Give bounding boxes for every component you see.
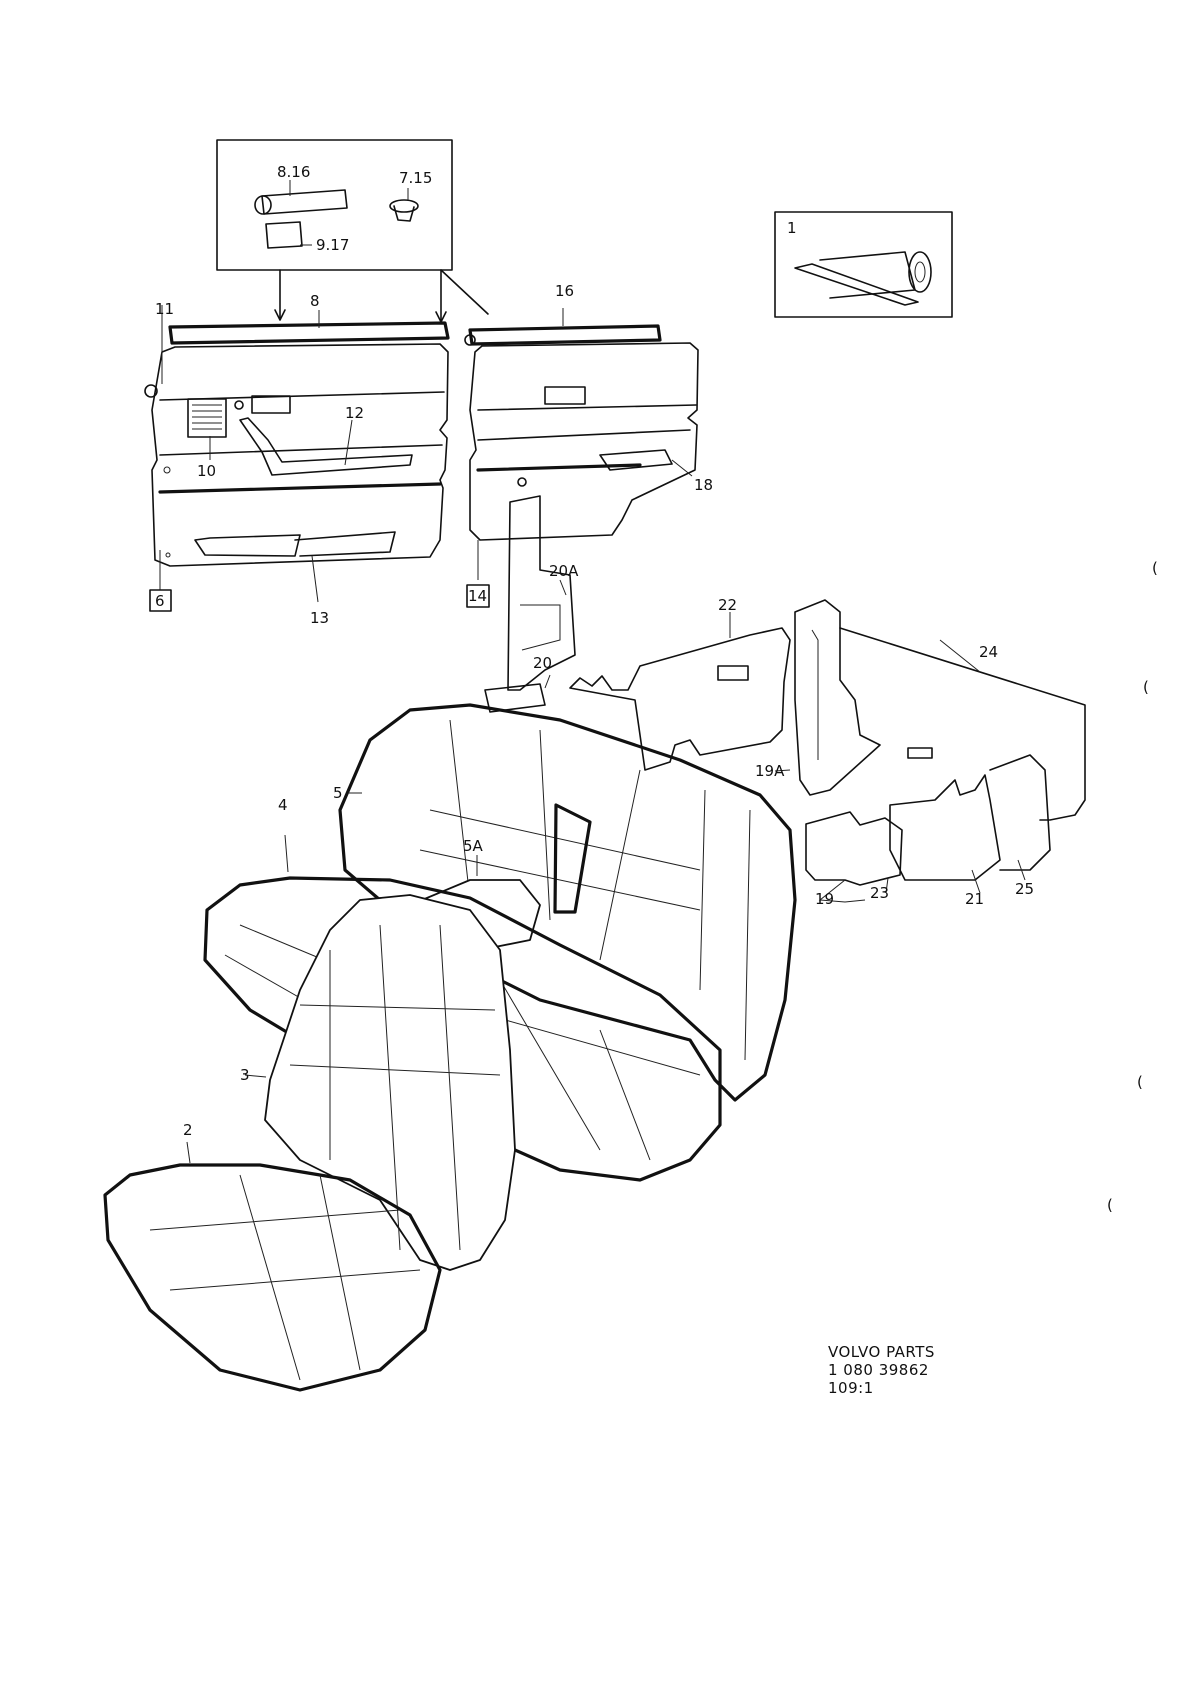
label-21: 21 (965, 890, 984, 908)
label-14: 14 (468, 587, 487, 605)
label-2: 2 (183, 1121, 193, 1139)
inset-small-parts (216, 139, 489, 323)
label-16: 16 (555, 282, 574, 300)
label-25: 25 (1015, 880, 1034, 898)
pillar-trim (484, 495, 576, 713)
label-5A: 5A (463, 837, 484, 855)
margin-mark: ( (1152, 559, 1158, 577)
front-door-panel (144, 305, 450, 612)
label-8: 8 (310, 292, 320, 310)
margin-mark: ( (1143, 678, 1149, 696)
label-11: 11 (155, 300, 174, 318)
caption-block: VOLVO PARTS 1 080 39862 109:1 (828, 1343, 935, 1397)
label-24: 24 (979, 643, 998, 661)
margin-mark: ( (1137, 1073, 1143, 1091)
label-20: 20 (533, 654, 552, 672)
label-1: 1 (787, 219, 797, 237)
side-trim (569, 612, 791, 771)
front-seat-cushion (103, 1141, 442, 1392)
rear-door-panel (464, 308, 699, 608)
part-labels: 8.16 7.15 9.17 1 11 8 16 12 10 18 6 13 1… (155, 163, 1034, 1139)
margin-mark: ( (1107, 1196, 1113, 1214)
margin-marks: ( ( ( ( (1107, 559, 1158, 1214)
label-19A: 19A (755, 762, 785, 780)
label-3: 3 (240, 1066, 250, 1084)
floor-carpet (774, 599, 1086, 903)
front-seat-backrest (244, 894, 516, 1271)
label-9-17: 9.17 (316, 236, 349, 254)
label-22: 22 (718, 596, 737, 614)
label-6: 6 (155, 592, 165, 610)
caption-line-1: VOLVO PARTS (828, 1343, 935, 1361)
label-12: 12 (345, 404, 364, 422)
label-20A: 20A (549, 562, 579, 580)
label-5: 5 (333, 784, 343, 802)
label-18: 18 (694, 476, 713, 494)
caption-line-3: 109:1 (828, 1379, 874, 1397)
label-10: 10 (197, 462, 216, 480)
caption-line-2: 1 080 39862 (828, 1361, 929, 1379)
label-23: 23 (870, 884, 889, 902)
label-13: 13 (310, 609, 329, 627)
label-8-16: 8.16 (277, 163, 310, 181)
label-4: 4 (278, 796, 288, 814)
label-7-15: 7.15 (399, 169, 432, 187)
insulation-roll (774, 211, 953, 318)
label-19: 19 (815, 890, 834, 908)
